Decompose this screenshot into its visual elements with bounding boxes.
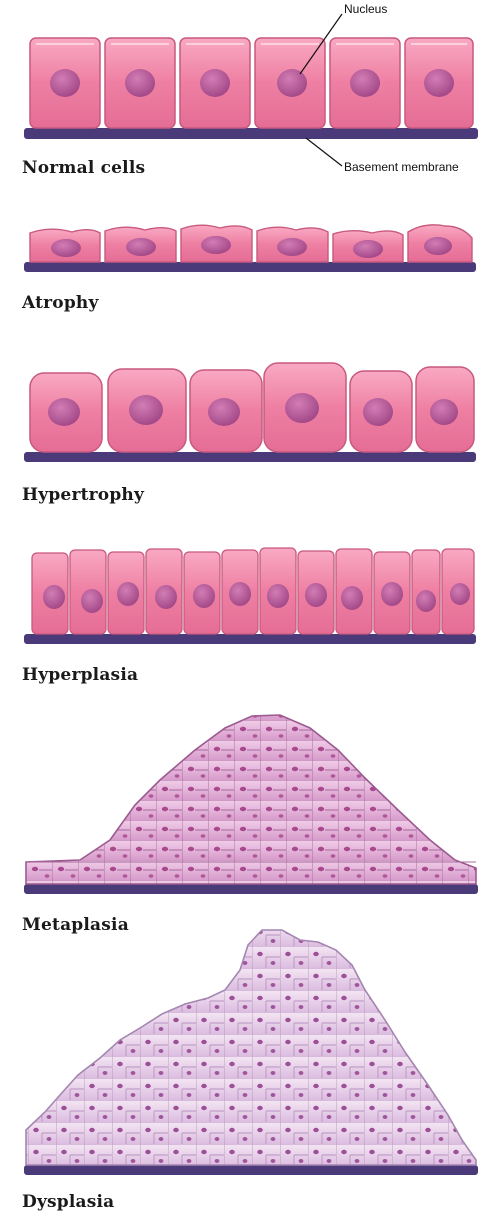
hyperplasia-label: Hyperplasia (22, 665, 138, 685)
dysplasia-panel (24, 930, 478, 1175)
nucleus (305, 583, 327, 607)
nucleus (50, 69, 80, 97)
nucleus (117, 582, 139, 606)
atrophy-cell (257, 227, 328, 262)
nucleus (381, 582, 403, 606)
hypertrophy-cell (190, 370, 262, 452)
nucleus (277, 238, 307, 256)
hyperplasia-panel (24, 548, 476, 644)
hyperplasia-cell (442, 549, 474, 634)
atrophy-cell (333, 231, 403, 262)
nucleus (129, 395, 163, 425)
normal-cells-label: Normal cells (22, 158, 145, 178)
hyperplasia-cell (108, 552, 144, 634)
hypertrophy-panel (24, 363, 476, 462)
metaplasia-label: Metaplasia (22, 915, 129, 935)
nucleus (416, 590, 436, 612)
nucleus (200, 69, 230, 97)
nucleus (126, 238, 156, 256)
basement-membrane (24, 634, 476, 644)
nucleus (285, 393, 319, 423)
nucleus (155, 585, 177, 609)
hyperplasia-cell (260, 548, 296, 634)
hyperplasia-cell (70, 550, 106, 634)
basement-membrane (24, 128, 478, 139)
nucleus (125, 69, 155, 97)
nucleus (350, 69, 380, 97)
normal-cell-row (30, 38, 473, 128)
atrophy-cell (408, 225, 472, 262)
nucleus (48, 398, 80, 426)
hyperplasia-cell (184, 552, 220, 634)
atrophy-label: Atrophy (22, 293, 99, 313)
nucleus (267, 584, 289, 608)
atrophy-panel (24, 225, 476, 272)
atrophy-cell (105, 227, 176, 262)
hyperplasia-cell (336, 549, 372, 634)
normal-cell (105, 38, 175, 128)
nucleus (430, 399, 458, 425)
normal-cells-panel (24, 14, 478, 166)
normal-cell (180, 38, 250, 128)
normal-cell (255, 38, 325, 128)
atrophy-cell (181, 225, 252, 262)
basement-membrane (24, 262, 476, 272)
hypertrophy-cell (264, 363, 346, 452)
nucleus (341, 586, 363, 610)
hyperplasia-cell (374, 552, 410, 634)
metaplasia-panel (24, 715, 478, 894)
nucleus (51, 239, 81, 257)
normal-cell (30, 38, 100, 128)
basement-membrane (24, 884, 478, 894)
basement-membrane-callout: Basement membrane (344, 160, 459, 174)
nucleus (229, 582, 251, 606)
hypertrophy-cell (30, 373, 102, 452)
nucleus (201, 236, 231, 254)
hypertrophy-cell (350, 371, 412, 452)
hyperplasia-cell (146, 549, 182, 634)
nucleus (43, 585, 65, 609)
nucleus-callout: Nucleus (344, 2, 387, 16)
hypertrophy-cell (108, 369, 186, 452)
nucleus (353, 240, 383, 258)
squamous-cell-mass (26, 715, 476, 884)
nucleus (208, 398, 240, 426)
normal-cell (405, 38, 473, 128)
nucleus (424, 69, 454, 97)
nucleus (81, 589, 103, 613)
basement-membrane (24, 452, 476, 462)
nucleus (193, 584, 215, 608)
hyperplasia-cell (32, 553, 68, 634)
membrane-pointer-line (306, 138, 342, 166)
hypertrophy-label: Hypertrophy (22, 485, 144, 505)
hyperplasia-cell (222, 550, 258, 634)
nucleus (277, 69, 307, 97)
dysplastic-cell-mass (26, 930, 476, 1165)
nucleus (424, 237, 452, 255)
hyperplasia-cell (298, 551, 334, 634)
normal-cell (330, 38, 400, 128)
basement-membrane (24, 1165, 478, 1175)
atrophy-cell (30, 229, 100, 262)
nucleus (363, 398, 393, 426)
hyperplasia-cell (412, 550, 440, 634)
dysplasia-label: Dysplasia (22, 1192, 114, 1212)
hypertrophy-cell (416, 367, 474, 452)
nucleus (450, 583, 470, 605)
